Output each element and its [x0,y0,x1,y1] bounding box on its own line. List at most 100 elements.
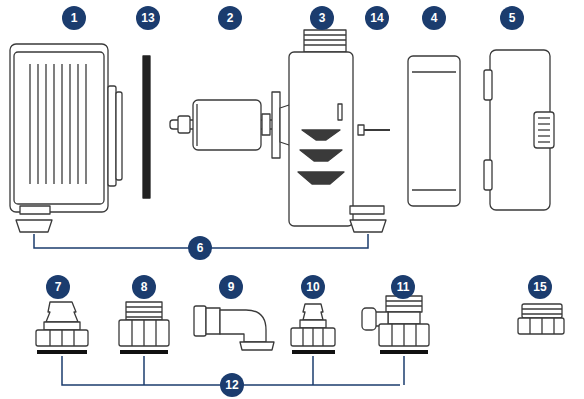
impeller-housing [350,206,384,214]
hose-fitting [303,304,323,320]
pump-body [45,64,46,184]
hose-fitting [291,304,335,346]
suction-bracket [538,123,550,124]
seal-washer [120,350,168,354]
group-bracket [312,356,314,385]
thread-adapter [131,320,132,346]
screw [364,129,390,131]
callout-number: 7 [46,275,70,299]
tee-valve [388,312,420,324]
callout-number: 12 [220,373,244,397]
suction-bracket [538,135,550,136]
tee-valve [391,324,392,346]
pump-body [20,206,50,214]
hose-fitting [73,330,74,346]
impeller-housing [298,172,344,184]
callout-number: 6 [188,236,212,260]
hose-fitting [49,330,50,346]
cover-plate [408,56,460,206]
group-bracket [34,234,404,385]
suction-bracket [538,117,550,118]
callout-number: 9 [219,275,243,299]
callout-number: 11 [391,275,415,299]
pump-body [10,44,108,212]
end-plug [553,318,554,334]
hose-fitting [46,302,78,322]
hose-fitting [312,328,313,346]
callout-number: 13 [136,6,160,30]
impeller-housing [289,52,353,226]
callout-number: 3 [310,6,334,30]
tee-valve [362,308,376,330]
impeller [262,114,270,135]
impeller [193,100,261,150]
hose-fitting [36,302,88,346]
end-plug [541,318,542,334]
elbow-fitting [194,306,206,336]
group-bracket [143,356,145,385]
rubber-foot [16,220,52,232]
pump-body [85,64,86,184]
suction-bracket [490,50,550,210]
thread-adapter [126,311,162,312]
pump-body [37,64,38,184]
pump-body [61,64,62,184]
hose-fitting [302,328,303,346]
seal-washer [292,350,335,354]
callout-number: 4 [422,6,446,30]
suction-bracket [538,129,550,130]
impeller [196,104,197,146]
pump-body [108,86,116,186]
pump-body [14,52,104,204]
tee-valve [386,300,422,301]
pump-body [53,64,54,184]
thread-adapter [126,316,162,317]
seal-washer [37,350,428,354]
pump-body [116,92,122,180]
thread-adapter [155,320,156,346]
callout-number: 2 [218,6,242,30]
hose-fitting [61,330,62,346]
hose-fitting [36,330,88,346]
pump-body [10,44,122,214]
end-plug [518,318,564,334]
impeller [272,92,280,158]
suction-bracket [534,112,554,148]
callout-number: 14 [365,6,389,30]
tee-valve [362,296,429,346]
parts-illustration [10,30,564,350]
elbow-fitting [194,306,274,350]
tee-valve [415,324,416,346]
impeller [170,92,304,158]
rubber-foot [16,220,386,232]
tee-valve [379,324,429,346]
impeller-housing [300,150,342,161]
callout-number: 1 [62,6,86,30]
pump-body [69,64,70,184]
screw [358,125,364,135]
impeller-housing [289,30,384,226]
impeller-housing [304,44,346,45]
end-plug [522,308,562,309]
impeller-housing [304,39,346,40]
cover-plate [408,56,460,206]
hose-fitting [300,320,326,328]
thread-adapter [119,320,169,346]
seal-washer [37,350,87,354]
callout-number: 10 [301,275,325,299]
rubber-foot [350,220,386,232]
impeller-housing [302,130,340,140]
tee-valve [403,324,404,346]
elbow-fitting [206,308,220,334]
callout-number: 15 [528,275,552,299]
thread-adapter [126,302,162,320]
pump-body [29,64,30,184]
hose-fitting [291,328,335,346]
end-plug [522,304,562,318]
o-ring-gasket [143,56,150,198]
callout-number: 5 [500,6,524,30]
suction-bracket [484,70,492,100]
screw [358,125,390,135]
